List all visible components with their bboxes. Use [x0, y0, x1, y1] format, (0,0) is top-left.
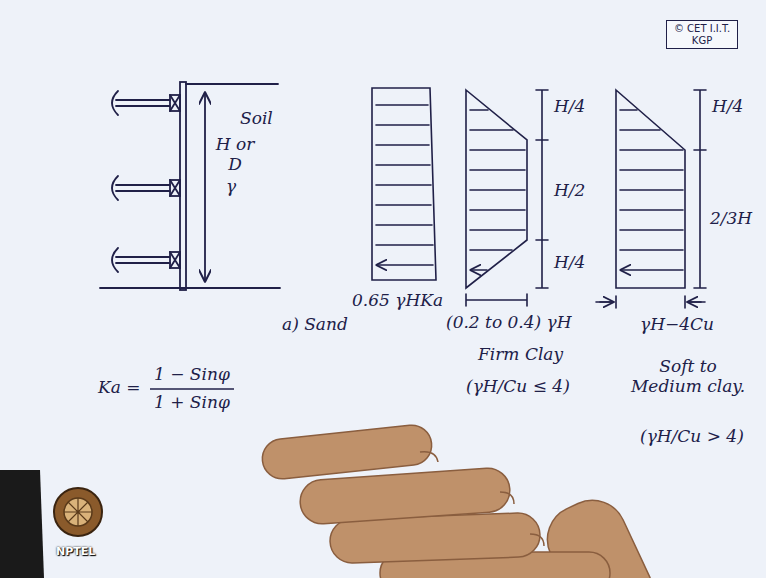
board-label: γH−4Cu [640, 314, 714, 334]
excavation-base [100, 287, 280, 289]
ground-line [186, 83, 278, 85]
depth-dimension [204, 92, 206, 282]
board-label: Ka = [98, 377, 140, 397]
board-label: H/4 [554, 96, 585, 116]
board-label: γ [226, 176, 236, 196]
nptel-logo [54, 488, 102, 536]
dark-margin [0, 470, 44, 578]
strut [112, 248, 180, 272]
board-label: Soil [240, 108, 273, 128]
board-label: Firm Clay [478, 344, 563, 364]
logo-text: NPTEL [56, 545, 95, 558]
soft-clay-diagram [596, 90, 706, 308]
fraction-bar [150, 388, 234, 390]
board-label: 0.65 γHKa [352, 290, 443, 310]
presenter-hand [260, 423, 663, 578]
sand-diagram [372, 88, 436, 280]
braced-cut-sketch [100, 82, 280, 290]
board-label: 1 + Sinφ [154, 392, 230, 412]
board-label: (γH/Cu > 4) [640, 426, 744, 446]
copyright-stamp: © CET I.I.T. KGP [666, 20, 738, 49]
strut [112, 176, 180, 200]
board-label: 1 − Sinφ [154, 364, 230, 384]
board-label: a) Sand [282, 314, 348, 334]
stamp-text: © CET I.I.T. KGP [671, 23, 733, 46]
board-label: H/4 [554, 252, 585, 272]
board-label: (0.2 to 0.4) γH [446, 312, 572, 332]
strut [112, 91, 180, 115]
board-label: Soft to Medium clay. [626, 356, 750, 397]
board-label: (γH/Cu ≤ 4) [466, 376, 570, 396]
board-label: H/2 [554, 180, 585, 200]
board-label: H or D [212, 134, 258, 175]
board-label: 2/3H [710, 208, 752, 228]
board-label: H/4 [712, 96, 743, 116]
firm-clay-diagram [466, 90, 548, 306]
